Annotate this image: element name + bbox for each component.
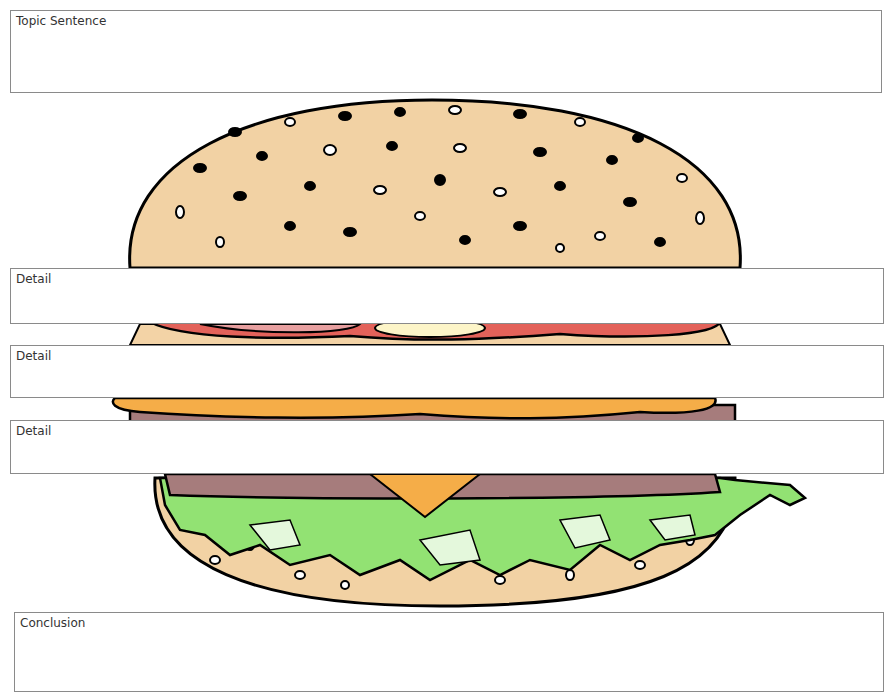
sesame-seeds <box>176 106 704 252</box>
box-label: Detail <box>16 424 878 438</box>
box-label: Detail <box>16 272 878 286</box>
cheese-drip <box>370 474 480 517</box>
box-label: Conclusion <box>20 616 878 630</box>
box-label: Topic Sentence <box>16 14 876 28</box>
text-box: Detail <box>10 345 884 398</box>
text-box: Conclusion <box>14 612 884 692</box>
cheese-slice <box>113 398 716 418</box>
box-label: Detail <box>16 349 878 363</box>
top-bun <box>130 100 741 268</box>
text-box: Detail <box>10 268 884 324</box>
lettuce-spots <box>250 515 695 565</box>
text-box: Topic Sentence <box>10 10 882 93</box>
ham <box>200 324 360 332</box>
text-box: Detail <box>10 420 884 474</box>
